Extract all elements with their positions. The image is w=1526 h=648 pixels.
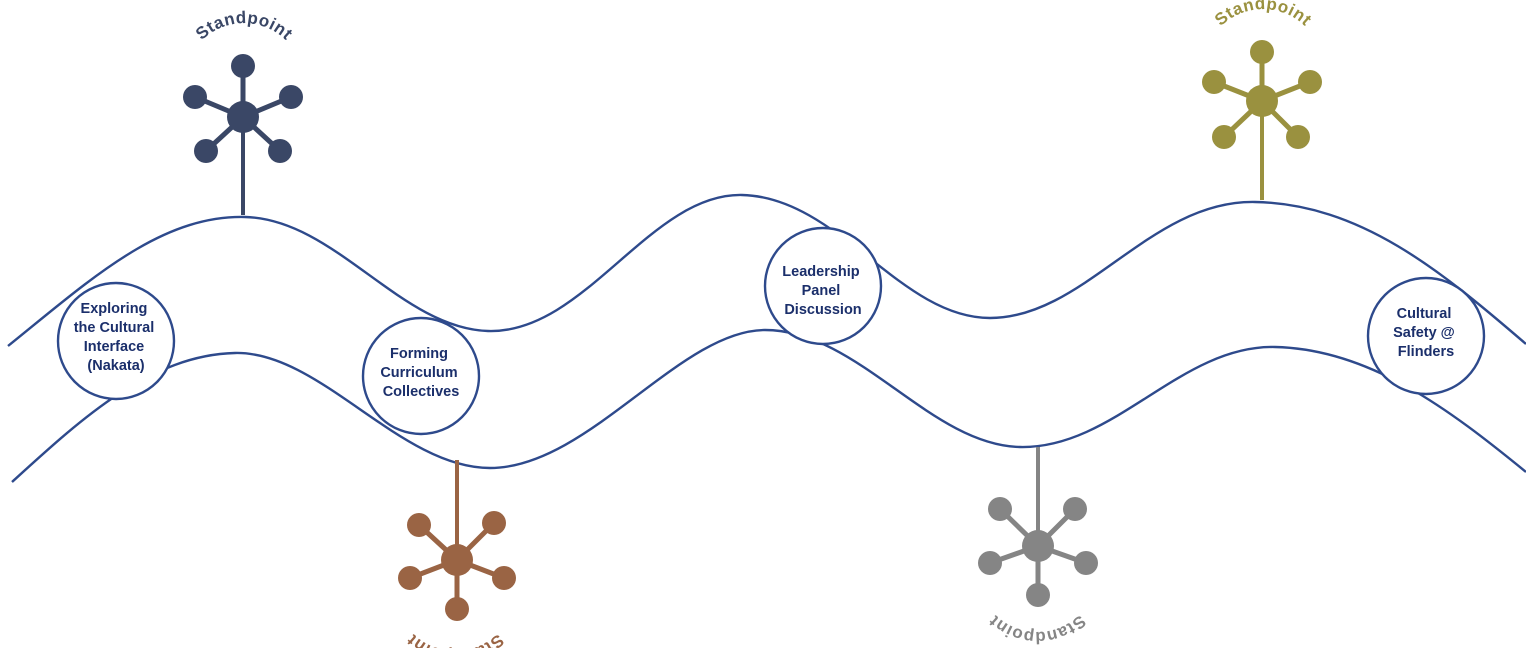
river-upper-line bbox=[7, 193, 1526, 347]
standpoint-label: Standpoint bbox=[985, 612, 1089, 648]
hub-network-icon bbox=[1202, 40, 1322, 200]
svg-text:Standpoint: Standpoint bbox=[985, 612, 1089, 648]
node-label: Exploring the Cultural Interface (Nakata… bbox=[74, 301, 159, 374]
hub-network-icon bbox=[183, 54, 303, 215]
standpoint-grey: Standpoint bbox=[978, 447, 1098, 647]
svg-text:Standpoint: Standpoint bbox=[1211, 0, 1315, 30]
node-label: Forming Curriculum Collectives bbox=[380, 346, 461, 400]
node-leadership-panel-discussion: Leadership Panel Discussion bbox=[763, 226, 883, 346]
standpoint-olive: Standpoint bbox=[1202, 0, 1322, 200]
svg-text:Standpoint: Standpoint bbox=[192, 8, 296, 44]
river-lower-line bbox=[11, 328, 1526, 483]
svg-text:Standpoint: Standpoint bbox=[403, 631, 507, 648]
node-label: Cultural Safety @ Flinders bbox=[1393, 306, 1459, 360]
hub-network-icon bbox=[398, 460, 516, 621]
standpoint-label: Standpoint bbox=[192, 8, 296, 44]
node-exploring-cultural-interface: Exploring the Cultural Interface (Nakata… bbox=[56, 281, 176, 401]
hub-network-icon bbox=[978, 447, 1098, 607]
node-cultural-safety-flinders: Cultural Safety @ Flinders bbox=[1366, 276, 1486, 396]
node-label: Leadership Panel Discussion bbox=[782, 264, 863, 318]
standpoint-label: Standpoint bbox=[1211, 0, 1315, 30]
standpoint-brown: Standpoint bbox=[398, 460, 516, 648]
standpoint-navy: Standpoint bbox=[183, 8, 303, 215]
node-forming-curriculum-collectives: Forming Curriculum Collectives bbox=[361, 316, 481, 436]
standpoint-label: Standpoint bbox=[403, 631, 507, 648]
